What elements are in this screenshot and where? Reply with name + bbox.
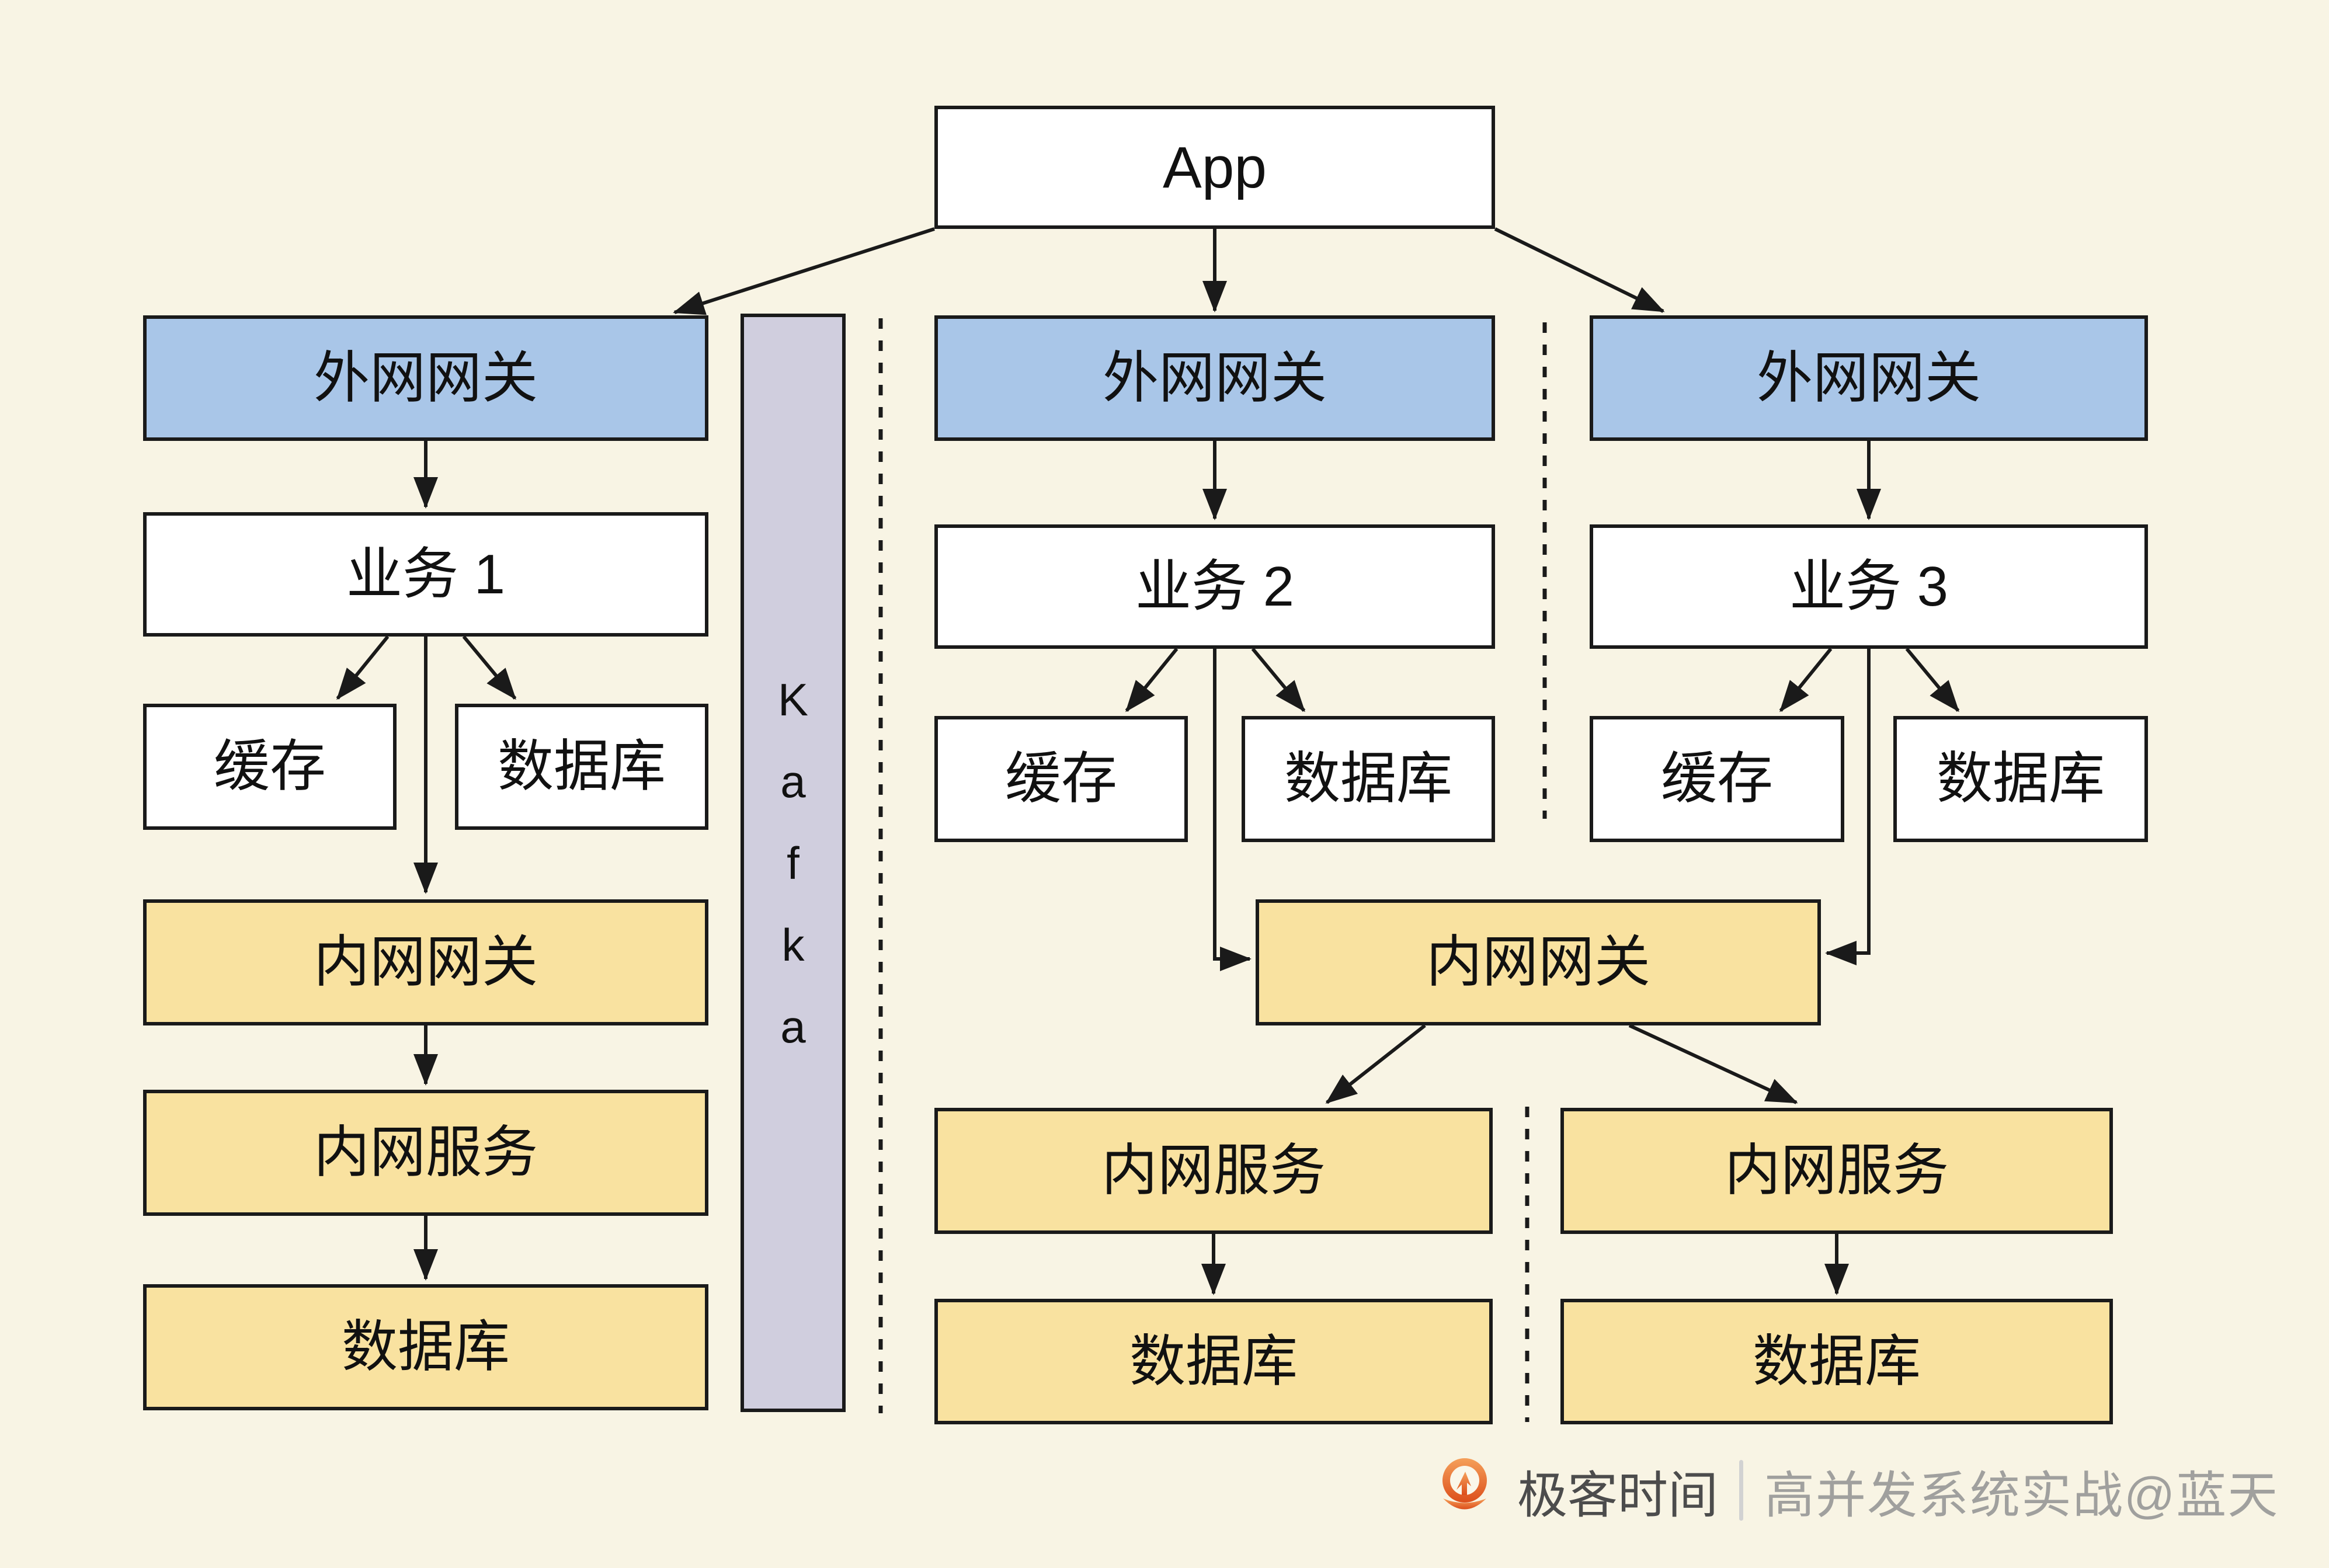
node-label: 内网服务 <box>1725 1139 1949 1202</box>
arrow-service2-to-shared-internal-gateway <box>1213 649 1252 971</box>
node-internal-database-3: 数据库 <box>1560 1299 2113 1424</box>
node-label: 数据库 <box>1753 1330 1921 1393</box>
watermark-footer: 极客时间 高并发系统实战@蓝天 <box>1435 1449 2279 1531</box>
node-label: 数据库 <box>1129 1330 1298 1393</box>
node-internal-service-1: 内网服务 <box>143 1090 708 1216</box>
node-internal-database-2: 数据库 <box>934 1299 1493 1424</box>
node-label: 外网网关 <box>1757 346 1981 409</box>
node-cache-2: 缓存 <box>934 716 1188 842</box>
arrow-service3-to-db3 <box>1905 648 1960 712</box>
arrow-shared-gateway-to-internal-service3 <box>1628 1024 1798 1104</box>
arrow-shared-gateway-to-internal-service2 <box>1325 1024 1426 1104</box>
node-internal-database-1: 数据库 <box>143 1284 708 1410</box>
node-app: App <box>934 106 1495 229</box>
arrow-app-to-gateway-left <box>673 227 935 315</box>
geektime-logo-icon <box>1442 1458 1487 1510</box>
node-internal-gateway-left: 内网网关 <box>143 899 708 1025</box>
node-label: 数据库 <box>1284 748 1452 810</box>
node-service-1: 业务 1 <box>143 512 708 637</box>
node-internal-service-3: 内网服务 <box>1560 1108 2113 1234</box>
node-database-2: 数据库 <box>1242 716 1495 842</box>
node-label: 外网网关 <box>1103 346 1327 409</box>
node-label: 缓存 <box>1005 748 1117 810</box>
footer-credit-text: 高并发系统实战@蓝天 <box>1764 1467 2279 1524</box>
node-internal-gateway-shared: 内网网关 <box>1256 899 1821 1025</box>
node-service-2: 业务 2 <box>934 524 1495 649</box>
node-kafka-bus: Kafka <box>741 314 846 1412</box>
arrow-app-to-gateway-right <box>1494 227 1665 313</box>
node-label: 数据库 <box>1937 748 2105 810</box>
node-label: 内网网关 <box>314 931 538 993</box>
node-label: 内网服务 <box>314 1121 538 1184</box>
node-label: 业务 2 <box>1135 555 1295 618</box>
footer-divider <box>1739 1460 1743 1521</box>
node-label: 业务 3 <box>1789 555 1949 618</box>
node-label: 业务 1 <box>346 543 506 606</box>
node-internal-service-2: 内网服务 <box>934 1108 1493 1234</box>
node-cache-1: 缓存 <box>143 704 397 830</box>
node-app-label: App <box>1163 134 1267 200</box>
node-label: 内网服务 <box>1101 1139 1326 1202</box>
node-external-gateway-mid: 外网网关 <box>934 315 1495 441</box>
footer-brand-text: 极客时间 <box>1517 1467 1718 1524</box>
node-label: 数据库 <box>342 1316 510 1378</box>
arrow-service1-to-db1 <box>462 635 517 700</box>
node-cache-3: 缓存 <box>1590 716 1844 842</box>
arrow-service3-to-cache3 <box>1779 648 1833 712</box>
node-database-3: 数据库 <box>1893 716 2148 842</box>
node-external-gateway-left: 外网网关 <box>143 315 708 441</box>
node-external-gateway-right: 外网网关 <box>1590 315 2148 441</box>
arrow-service1-to-cache1 <box>336 635 390 700</box>
node-database-1: 数据库 <box>455 704 708 830</box>
arrow-service2-to-cache2 <box>1125 648 1179 712</box>
node-service-3: 业务 3 <box>1590 524 2148 649</box>
node-label: 外网网关 <box>314 346 538 409</box>
node-label: 数据库 <box>498 735 666 798</box>
node-label: 缓存 <box>214 735 326 798</box>
arrow-service3-to-shared-internal-gateway <box>1825 649 1871 965</box>
arrow-service2-to-db2 <box>1251 648 1306 712</box>
node-kafka-label: Kafka <box>767 673 819 1083</box>
node-label: 缓存 <box>1661 748 1773 810</box>
node-label: 内网网关 <box>1426 931 1650 993</box>
